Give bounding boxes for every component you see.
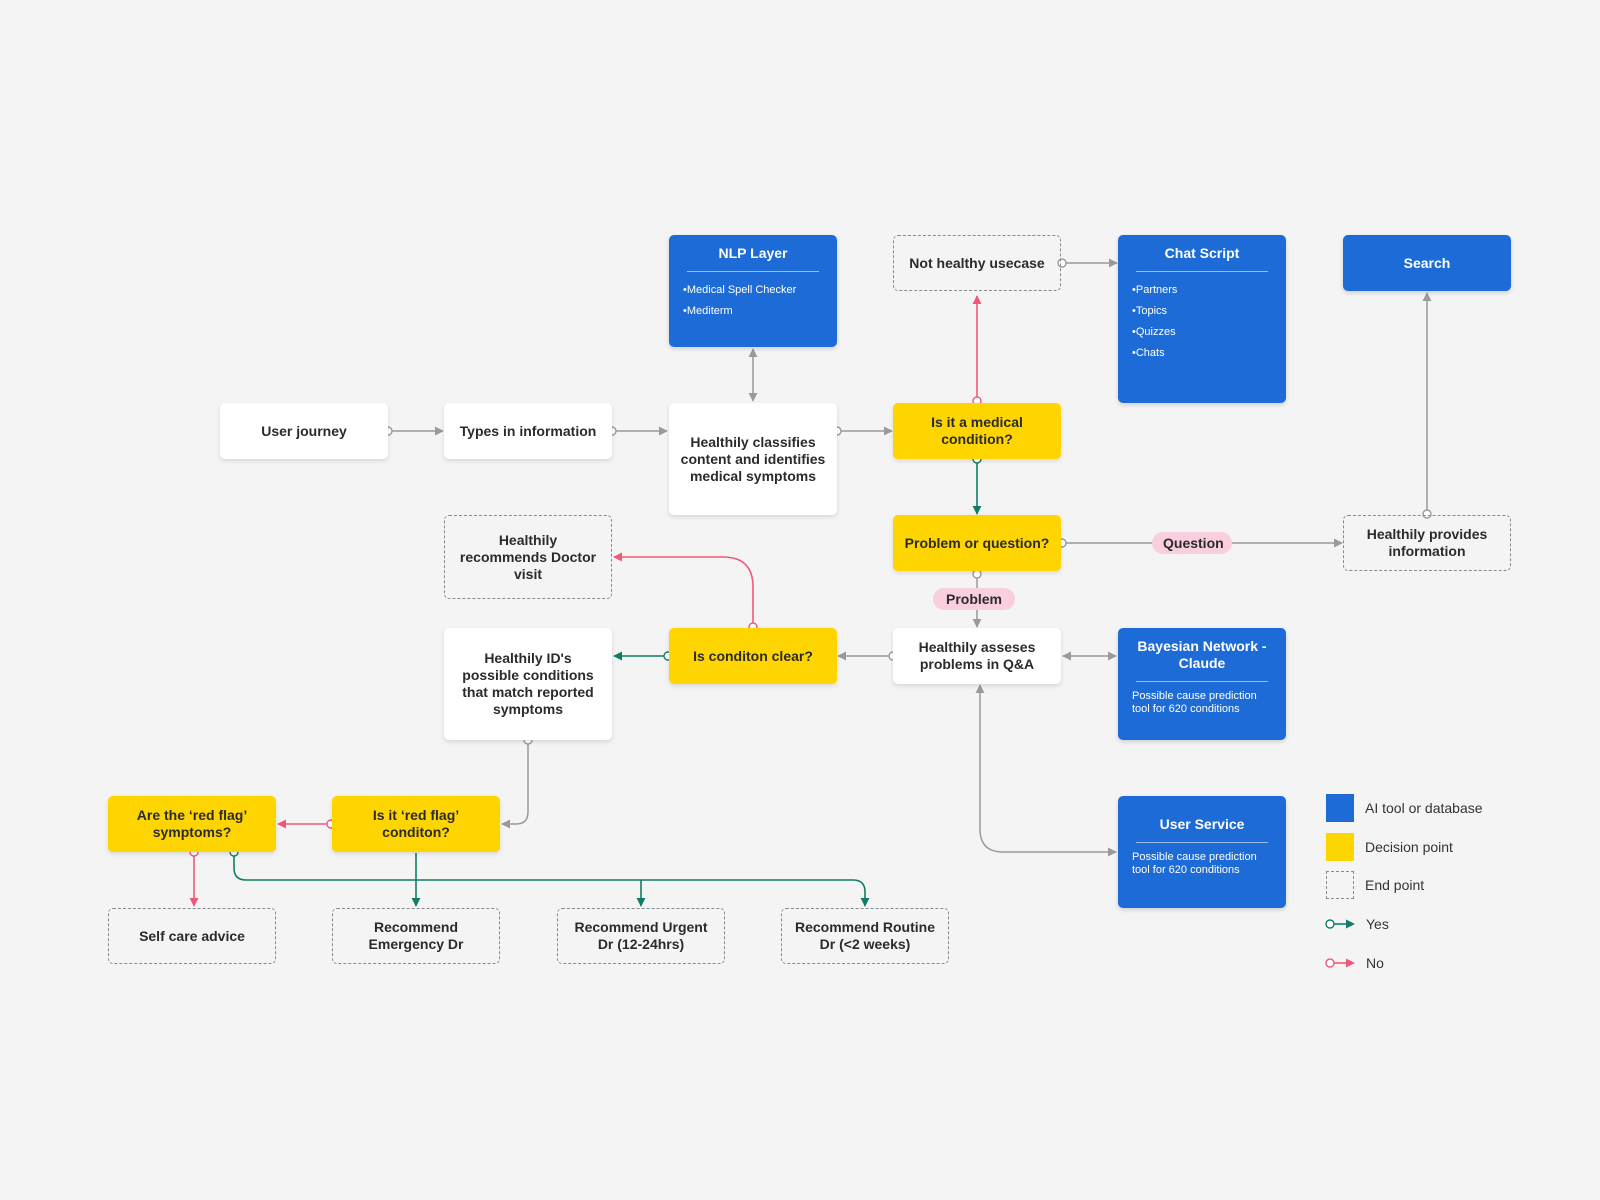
end-self-care: Self care advice bbox=[108, 908, 276, 964]
search-title: Search bbox=[1403, 254, 1451, 271]
ai-chat-script: Chat Script Partners Topics Quizzes Chat… bbox=[1118, 235, 1286, 403]
tag-problem: Problem bbox=[933, 588, 1015, 610]
node-assesses: Healthily asseses problems in Q&A bbox=[893, 628, 1061, 684]
end-urgent: Recommend Urgent Dr (12-24hrs) bbox=[557, 908, 725, 964]
bayesian-desc: Possible cause prediction tool for 620 c… bbox=[1132, 690, 1257, 715]
decision-are-red-flag: Are the ‘red flag’ symptoms? bbox=[108, 796, 276, 852]
legend-label: Yes bbox=[1366, 916, 1389, 932]
chat-item: Topics bbox=[1132, 301, 1272, 322]
edge-ids-to-redflag bbox=[501, 740, 529, 829]
end-provides-info: Healthily provides information bbox=[1343, 515, 1511, 571]
end-emergency: Recommend Emergency Dr bbox=[332, 908, 500, 964]
chat-list: Partners Topics Quizzes Chats bbox=[1132, 280, 1272, 364]
legend-dashed-swatch bbox=[1326, 871, 1354, 899]
edge-yes-symptoms-to-doctors bbox=[233, 852, 870, 907]
legend-label: End point bbox=[1365, 877, 1425, 893]
nlp-list: Medical Spell Checker Mediterm bbox=[683, 280, 823, 322]
legend-label: AI tool or database bbox=[1365, 800, 1483, 816]
end-recommends-doctor: Healthily recommends Doctor visit bbox=[444, 515, 612, 599]
legend-no: No bbox=[1324, 955, 1384, 971]
node-user-journey: User journey bbox=[220, 403, 388, 459]
tag-question: Question bbox=[1152, 532, 1232, 554]
node-ids-conditions: Healthily ID's possible conditions that … bbox=[444, 628, 612, 740]
decision-problem-or-question: Problem or question? bbox=[893, 515, 1061, 571]
decision-is-clear: Is conditon clear? bbox=[669, 628, 837, 684]
userservice-desc: Possible cause prediction tool for 620 c… bbox=[1132, 851, 1257, 876]
chat-divider bbox=[1136, 271, 1268, 272]
legend-ai-tool: AI tool or database bbox=[1326, 794, 1483, 822]
legend-label: No bbox=[1366, 955, 1384, 971]
decision-is-red-flag: Is it ‘red flag’ conditon? bbox=[332, 796, 500, 852]
chat-title: Chat Script bbox=[1164, 245, 1240, 261]
ai-user-service: User Service Possible cause prediction t… bbox=[1118, 796, 1286, 908]
ai-nlp-layer: NLP Layer Medical Spell Checker Mediterm bbox=[669, 235, 837, 347]
chat-item: Partners bbox=[1132, 280, 1272, 301]
decision-is-medical: Is it a medical condition? bbox=[893, 403, 1061, 459]
legend-yes: Yes bbox=[1324, 916, 1389, 932]
end-not-healthy: Not healthy usecase bbox=[893, 235, 1061, 291]
ai-bayesian-network: Bayesian Network - Claude Possible cause… bbox=[1118, 628, 1286, 740]
yes-arrow-icon bbox=[1325, 919, 1355, 929]
legend-blue-swatch bbox=[1326, 794, 1354, 822]
no-arrow-icon bbox=[1325, 958, 1355, 968]
bayesian-divider bbox=[1136, 681, 1268, 682]
legend-label: Decision point bbox=[1365, 839, 1453, 855]
node-types-info: Types in information bbox=[444, 403, 612, 459]
nlp-divider bbox=[687, 271, 819, 272]
nlp-title: NLP Layer bbox=[718, 245, 788, 261]
userservice-divider bbox=[1136, 842, 1268, 843]
nlp-item: Mediterm bbox=[683, 301, 823, 322]
end-routine: Recommend Routine Dr (<2 weeks) bbox=[781, 908, 949, 964]
legend-end-point: End point bbox=[1326, 871, 1424, 899]
chat-item: Chats bbox=[1132, 343, 1272, 364]
node-classifies: Healthily classifies content and identif… bbox=[669, 403, 837, 515]
chat-item: Quizzes bbox=[1132, 322, 1272, 343]
edge-no-clear-to-doctorvisit bbox=[613, 552, 754, 627]
nlp-item: Medical Spell Checker bbox=[683, 280, 823, 301]
bayesian-title: Bayesian Network - Claude bbox=[1137, 638, 1267, 671]
ai-search: Search bbox=[1343, 235, 1511, 291]
legend-decision: Decision point bbox=[1326, 833, 1453, 861]
userservice-title: User Service bbox=[1159, 816, 1245, 832]
edge-userservice-assesses bbox=[975, 684, 1117, 857]
legend-yellow-swatch bbox=[1326, 833, 1354, 861]
